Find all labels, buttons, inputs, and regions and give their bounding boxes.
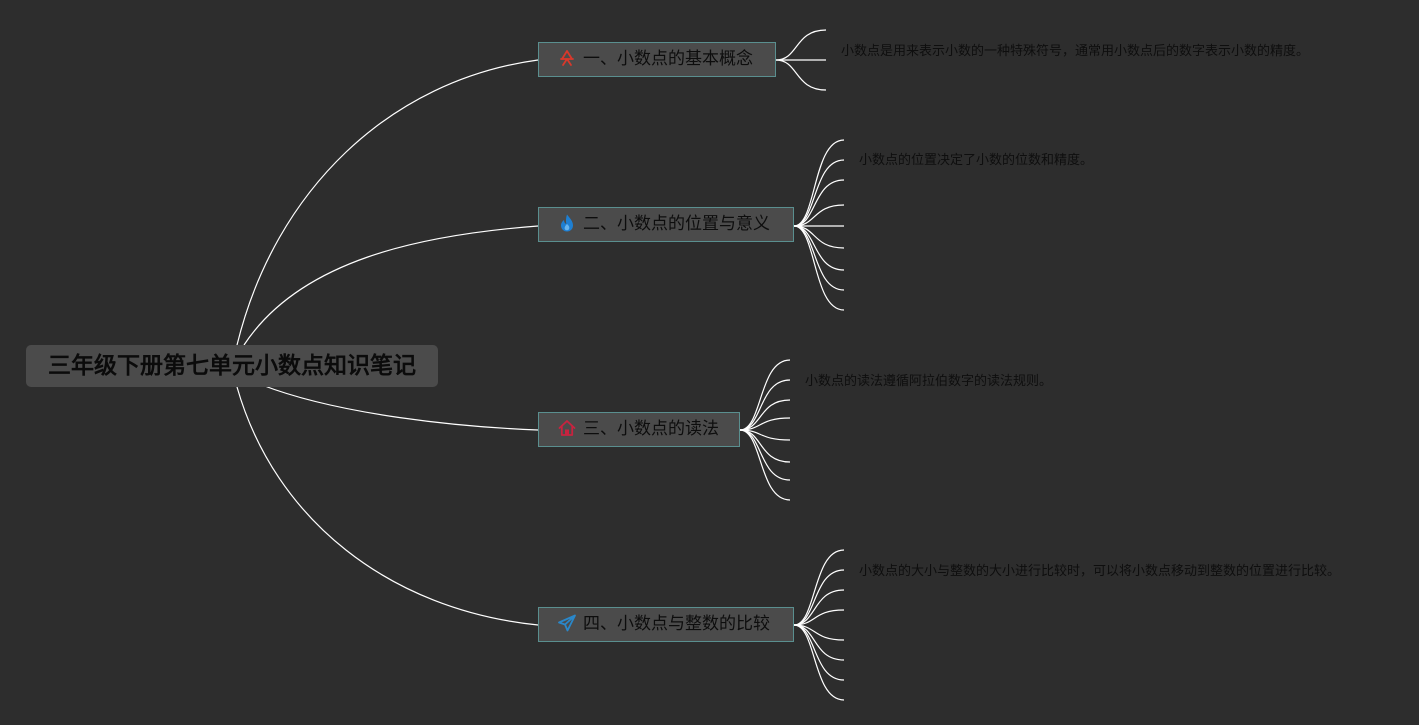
connector-branch-2-leaf-2: [793, 159, 845, 227]
connector-branch-1-leaf-3: [775, 59, 827, 91]
connector-root-to-branch-2: [243, 225, 539, 346]
connector-branch-2-leaf-3: [793, 179, 845, 227]
connector-branch-4-leaf-2: [793, 569, 845, 626]
connector-branch-2-leaf-1: [793, 139, 845, 227]
connector-branch-3-leaf-6: [739, 429, 791, 463]
branch-topic-basic-concept[interactable]: 一、小数点的基本概念: [538, 42, 776, 77]
connector-root-to-branch-4: [236, 386, 539, 626]
branch-label: 四、小数点与整数的比较: [583, 614, 770, 634]
connector-branch-4-leaf-8: [793, 624, 845, 701]
root-topic[interactable]: 三年级下册第七单元小数点知识笔记: [26, 345, 438, 387]
connector-root-to-branch-3: [261, 384, 539, 431]
connector-branch-3-leaf-2: [739, 379, 791, 431]
paper-plane-icon: [557, 612, 577, 632]
note-basic-concept: 小数点是用来表示小数的一种特殊符号，通常用小数点后的数字表示小数的精度。: [841, 44, 1310, 59]
note-reading: 小数点的读法遵循阿拉伯数字的读法规则。: [805, 374, 1053, 389]
connector-branch-4-leaf-6: [793, 624, 845, 661]
connector-branch-4-leaf-4: [793, 609, 845, 626]
connector-branch-3-leaf-4: [739, 417, 791, 431]
connector-branch-3-leaf-7: [739, 429, 791, 481]
connector-branch-1-leaf-1: [775, 29, 827, 61]
flame-icon: [557, 212, 577, 232]
house-icon: [557, 417, 577, 437]
branch-label: 三、小数点的读法: [583, 419, 719, 439]
branch-label: 一、小数点的基本概念: [583, 49, 753, 69]
connector-branch-2-leaf-9: [793, 225, 845, 311]
connector-branch-2-leaf-4: [793, 204, 845, 227]
connector-branch-4-leaf-1: [793, 549, 845, 626]
connector-branch-3-leaf-8: [739, 429, 791, 501]
connector-branch-3-leaf-1: [739, 359, 791, 431]
connector-branch-4-leaf-3: [793, 589, 845, 626]
note-compare-integers: 小数点的大小与整数的大小进行比较时，可以将小数点移动到整数的位置进行比较。: [859, 564, 1341, 579]
branch-topic-position-meaning[interactable]: 二、小数点的位置与意义: [538, 207, 794, 242]
connector-branch-3-leaf-3: [739, 399, 791, 431]
branch-label: 二、小数点的位置与意义: [583, 214, 770, 234]
branch-topic-reading[interactable]: 三、小数点的读法: [538, 412, 740, 447]
connector-root-to-branch-1: [236, 59, 539, 346]
branch-topic-compare-integers[interactable]: 四、小数点与整数的比较: [538, 607, 794, 642]
ribbon-icon: [557, 47, 577, 67]
note-position-meaning: 小数点的位置决定了小数的位数和精度。: [859, 153, 1094, 168]
